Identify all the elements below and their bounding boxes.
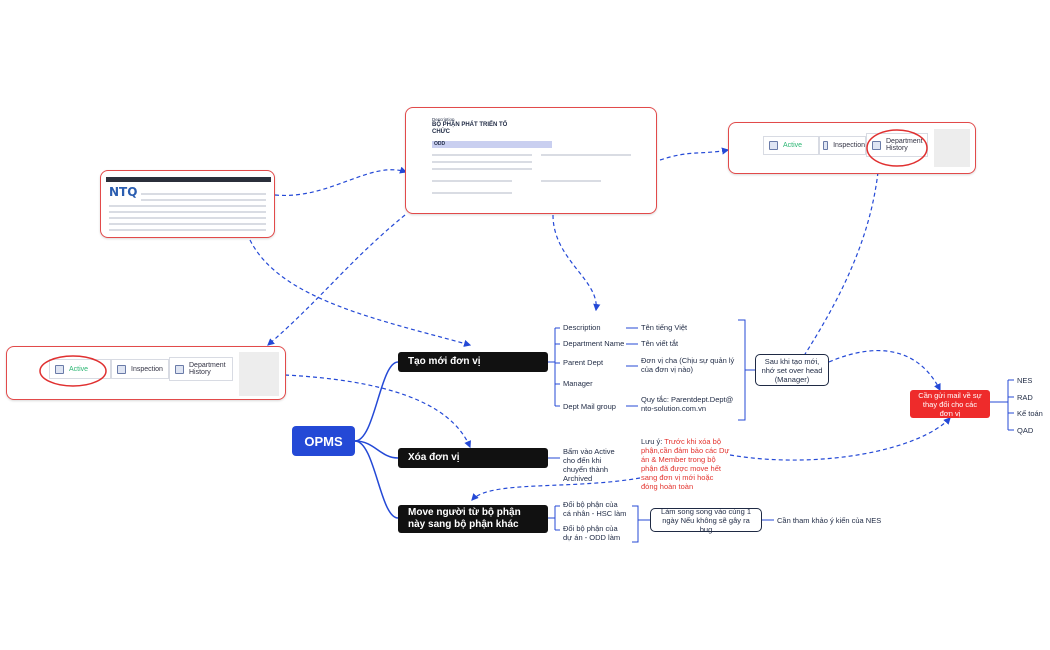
item-delete-action: Bấm vào Active cho đến khi chuyển thành … <box>563 447 615 483</box>
form-row <box>432 154 532 156</box>
list-row <box>109 229 266 231</box>
item-parent-dept: Parent Dept <box>563 358 604 367</box>
form-row <box>432 192 512 194</box>
item-description: Description <box>563 323 601 332</box>
tab-active[interactable]: Active <box>763 136 819 155</box>
tab-inspection[interactable]: Inspection <box>111 359 169 379</box>
note-description: Tên tiếng Việt <box>641 323 688 332</box>
notify-target-accounting: Kế toán <box>1017 409 1043 418</box>
tab-blank-panel <box>934 129 970 167</box>
branch-delete[interactable]: Xóa đơn vị <box>398 448 548 468</box>
notify-target-nes: NES <box>1017 376 1033 385</box>
list-screenshot-frame: NTQ <box>100 170 275 238</box>
form-row <box>541 180 601 182</box>
highlight-circle <box>39 355 107 387</box>
form-title: BỘ PHẬN PHÁT TRIỂN TỔ <box>432 122 508 128</box>
tab-blank-panel <box>239 352 279 396</box>
form-row <box>432 168 532 170</box>
list-row <box>109 211 266 213</box>
list-logo: NTQ <box>109 185 138 199</box>
tab-active-label: Active <box>69 365 89 373</box>
form-row <box>541 154 631 156</box>
clipboard-icon <box>117 364 126 374</box>
item-move-project: Đổi bộ phận của dự án - ODD làm <box>563 524 621 542</box>
highlight-circle <box>866 129 928 167</box>
clipboard-icon <box>823 141 829 150</box>
notify-node[interactable]: Cần gửi mail về sự thay đổi cho các đơn … <box>910 390 990 418</box>
archive-icon <box>769 141 778 150</box>
form-screenshot-frame: Description BỘ PHẬN PHÁT TRIỂN TỔ CHỨC O… <box>405 107 657 214</box>
form-code: ODD <box>434 141 446 147</box>
list-row <box>141 199 266 201</box>
tab-inspection-label: Inspection <box>833 142 865 149</box>
tab-inspection-label: Inspection <box>131 365 163 373</box>
form-title-2: CHỨC <box>432 129 450 135</box>
form-code-field <box>432 141 552 148</box>
form-label: Description <box>432 117 455 122</box>
note-delete: Lưu ý: Trước khi xóa bộ phận,cần đảm bảo… <box>641 437 731 491</box>
nes-reference: Cần tham khảo ý kiến của NES <box>777 516 882 525</box>
root-node[interactable]: OPMS <box>292 426 355 456</box>
note-parent-dept: Đơn vị cha (Chịu sự quản lý của đơn vị n… <box>641 356 735 374</box>
branch-create[interactable]: Tạo mới đơn vị <box>398 352 548 372</box>
tab-active-label: Active <box>783 142 803 149</box>
tree-connectors <box>354 361 399 519</box>
list-row <box>109 217 266 219</box>
branch-move[interactable]: Move người từ bộ phận này sang bộ phận k… <box>398 505 548 533</box>
note-dept-mail: Quy tắc: Parentdept.Dept@nto-solution.co… <box>641 395 734 413</box>
list-row <box>141 193 266 195</box>
item-department-name: Department Name <box>563 339 625 348</box>
notify-target-rad: RAD <box>1017 393 1033 402</box>
tab-inspection[interactable]: Inspection <box>819 136 866 155</box>
form-row <box>432 161 532 163</box>
list-header-bar <box>106 177 271 182</box>
note-department-name: Tên viết tắt <box>641 339 679 348</box>
after-create-node[interactable]: Sau khi tạo mới, nhớ set over head (Mana… <box>755 354 829 386</box>
item-move-personal: Đổi bộ phận của cá nhân - HSC làm <box>563 500 627 518</box>
form-row <box>432 180 512 182</box>
tab-active[interactable]: Active <box>49 359 111 379</box>
item-dept-mail: Dept Mail group <box>563 402 616 411</box>
note-delete-prefix: Lưu ý: <box>641 437 665 446</box>
parallel-node[interactable]: Làm song song vào cùng 1 ngày Nếu không … <box>650 507 762 534</box>
building-icon <box>872 140 881 150</box>
list-row <box>109 205 266 207</box>
building-icon <box>175 364 184 374</box>
item-manager: Manager <box>563 379 593 388</box>
notify-target-qad: QAD <box>1017 426 1034 435</box>
list-row <box>109 223 266 225</box>
archive-icon <box>55 364 64 374</box>
note-delete-text: Trước khi xóa bộ phận,cần đảm bảo các Dự… <box>641 437 730 491</box>
